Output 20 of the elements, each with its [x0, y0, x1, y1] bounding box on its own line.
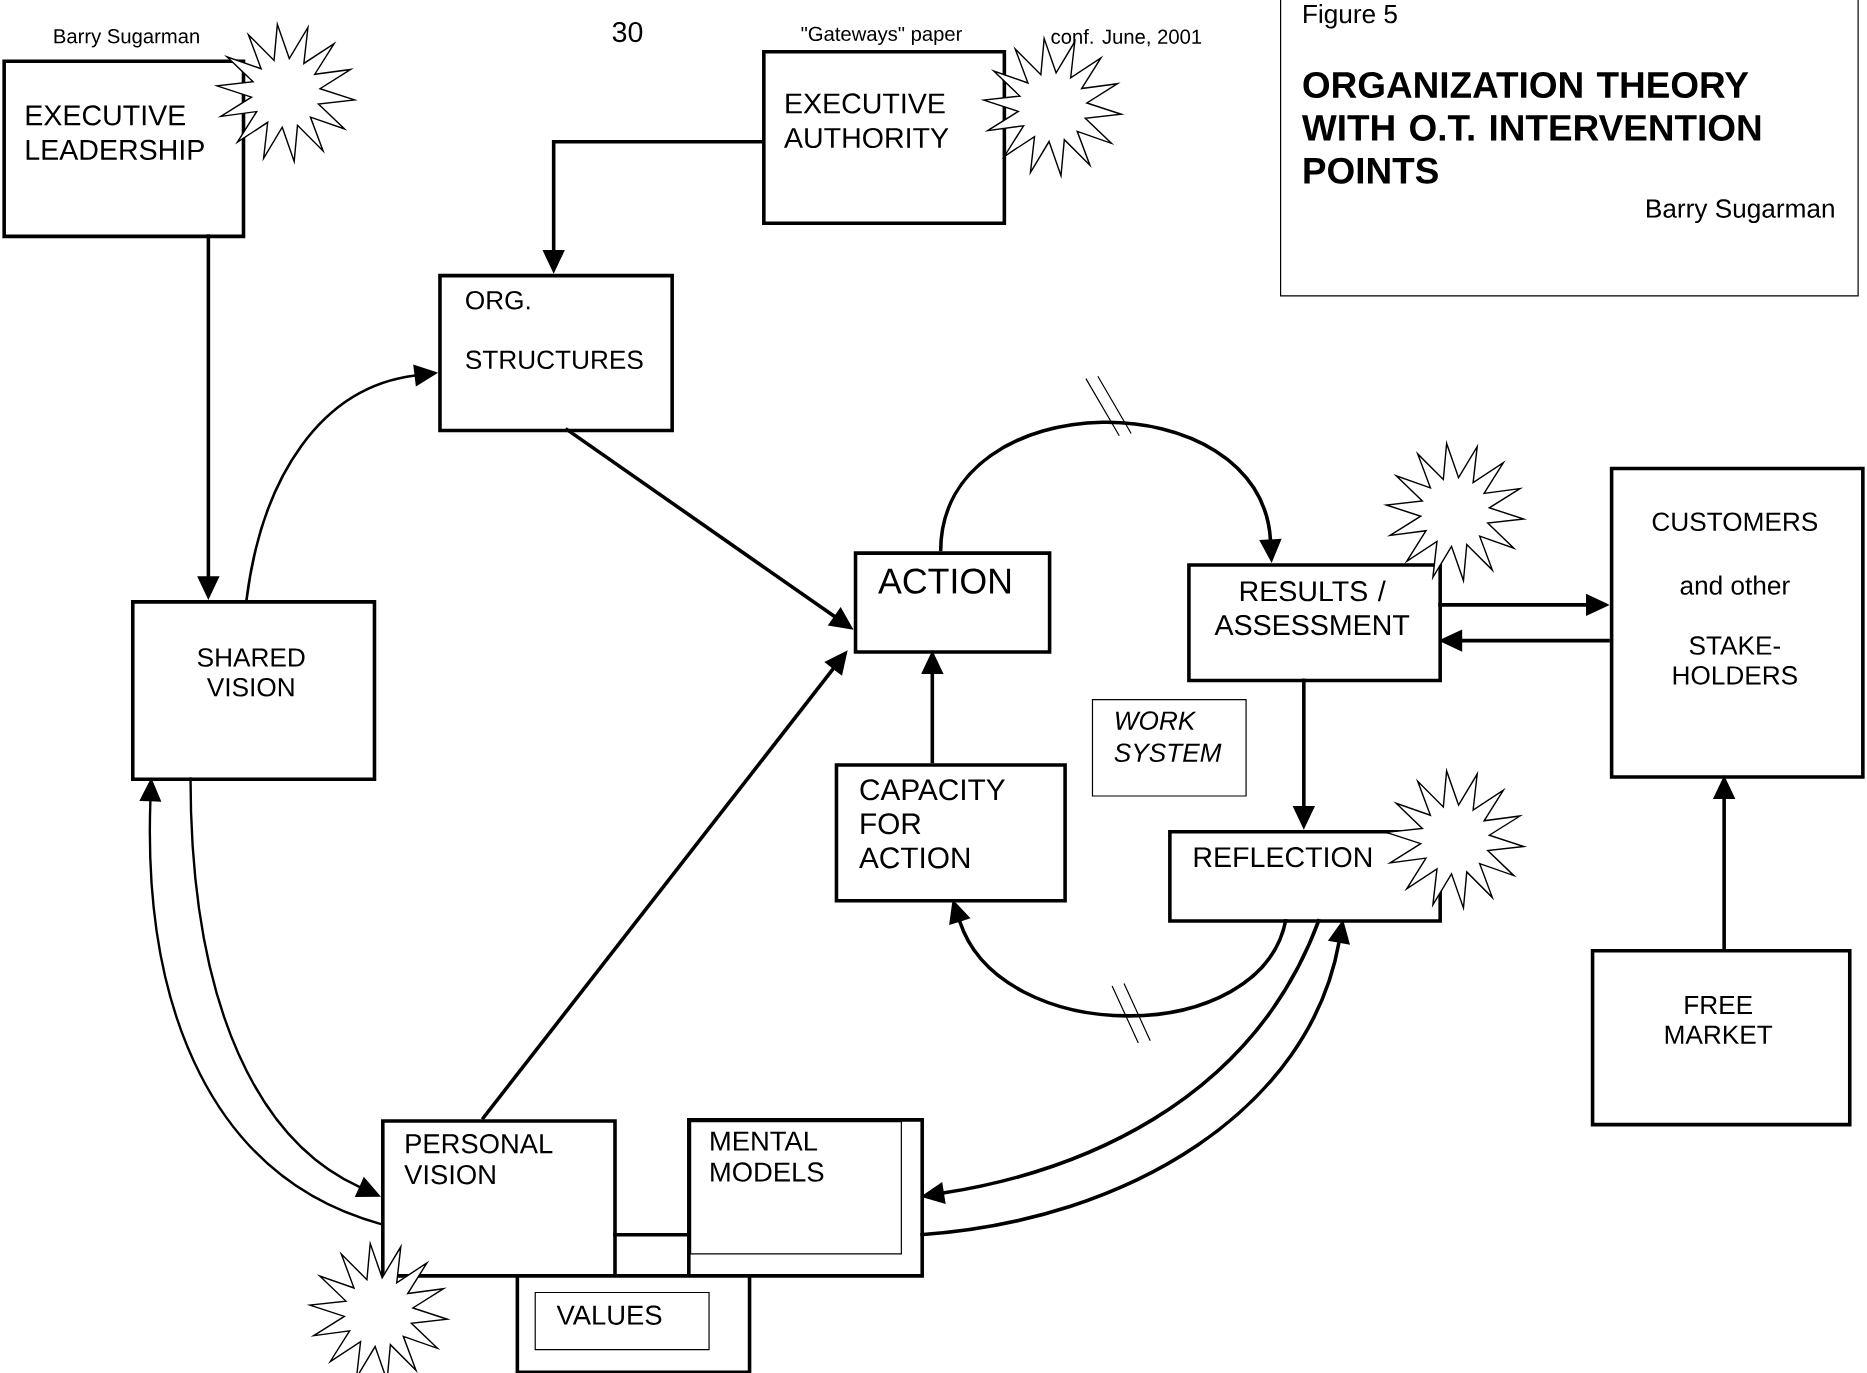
header-text: Barry Sugarman [54, 29, 199, 48]
process-box: REFLECTION [1168, 830, 1442, 923]
process-box: MENTAL MODELS [687, 1118, 924, 1278]
header-text: conf. June, 2001 [1051, 29, 1202, 47]
process-box: RESULTS / ASSESSMENT [1187, 563, 1442, 683]
process-box: PERSONAL VISION [381, 1119, 617, 1278]
process-box: CAPACITY FOR ACTION [834, 763, 1067, 903]
process-box: CUSTOMERS and other STAKE- HOLDERS [1609, 466, 1865, 779]
process-box: ORG. STRUCTURES [438, 273, 674, 433]
values-box: VALUES [534, 1292, 710, 1351]
header-text: 30 [612, 22, 643, 43]
process-box: FREE MARKET [1590, 949, 1852, 1127]
process-box: EXECUTIVE AUTHORITY [762, 50, 1007, 226]
system-box: WORK SYSTEM [1091, 699, 1247, 797]
process-box: ACTION [853, 551, 1052, 654]
title-box: Figure 5 ORGANIZATION THEORY WITH O.T. INTERVENTION POINTS Barry Sugarman [1280, 0, 1859, 297]
connector-line [613, 1233, 688, 1237]
process-box: SHARED VISION [130, 600, 377, 782]
header-text: "Gateways" paper [801, 26, 962, 46]
process-box: EXECUTIVE LEADERSHIP [2, 59, 246, 239]
